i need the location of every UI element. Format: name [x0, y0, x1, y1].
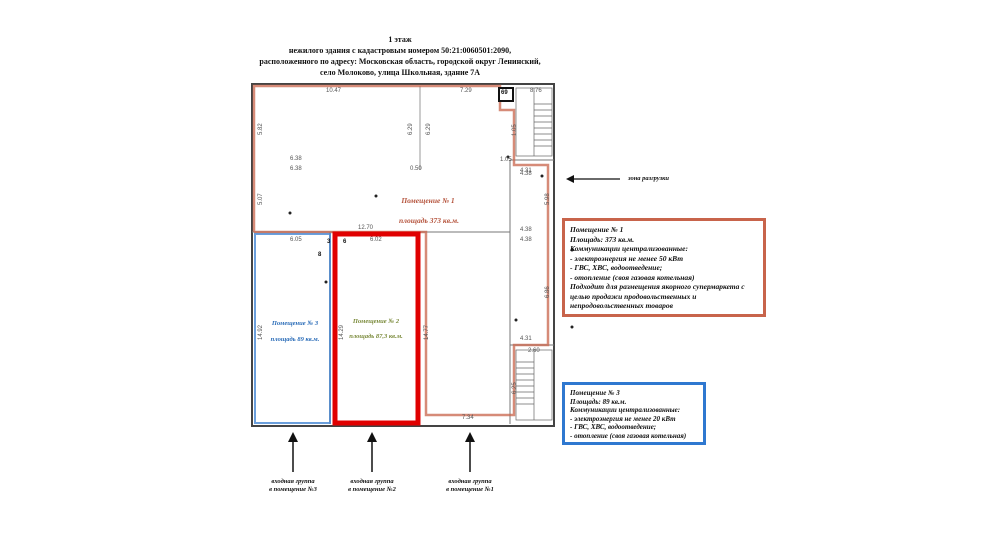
entry1-line2: в помещение №1: [446, 486, 494, 493]
title-building: нежилого здания с кадастровым номером 50…: [288, 46, 512, 55]
room-tag-box: [498, 87, 514, 102]
info1-line: Коммуникации централизованные:: [570, 244, 688, 253]
dimension-label: 2.60: [528, 348, 540, 354]
entry-arrow-1: [465, 432, 475, 472]
room3-area: площадь 89 кв.м.: [270, 336, 320, 343]
entry2-line1: входная группа: [350, 478, 394, 485]
room1-area: площадь 373 кв.м.: [399, 216, 459, 225]
dimension-label: 5.07: [258, 193, 264, 205]
dimension-label: 4.38: [520, 227, 532, 233]
entry3-line2: в помещение №3: [269, 486, 317, 493]
info3-line: Коммуникации централизованные:: [570, 406, 681, 414]
info3-line: Помещение № 3: [570, 389, 620, 397]
room-tag-6: 6: [343, 239, 347, 245]
stairs-bottom: [515, 349, 553, 421]
entry-label-3: входная группа в помещение №3: [248, 478, 338, 494]
dimension-label: 6.86: [545, 286, 551, 298]
room2-area: площадь 87,3 кв.м.: [349, 333, 403, 340]
collapse-arrow-head: [566, 175, 574, 183]
info3-line: - отопление (своя газовая котельная): [570, 431, 687, 440]
entry3-line1: входная группа: [271, 478, 315, 485]
info3-line: Площадь: 89 кв.м.: [570, 397, 627, 406]
dimension-label: 4.31: [520, 168, 532, 174]
columns: [288, 155, 574, 329]
room1-outline: [252, 84, 550, 417]
dimension-label: 14.77: [424, 324, 430, 340]
room3-info-box: Помещение № 3 Площадь: 89 кв.м. Коммуник…: [562, 382, 706, 445]
info1-line: - отопление (своя газовая котельная): [570, 272, 695, 282]
dimension-label: 7.34: [462, 415, 474, 421]
dimension-label: 7.29: [460, 88, 472, 94]
room2-highlight: [332, 231, 421, 426]
entry1-line1: входная группа: [448, 478, 492, 485]
dimension-label: 6.29: [426, 123, 432, 135]
dimension-label: 4.38: [520, 171, 532, 177]
info1-line: - электроэнергия не менее 50 кВт: [570, 253, 684, 263]
info1-line: целью продажи продовольственных и: [570, 291, 697, 301]
entry-arrow-2: [367, 432, 377, 472]
plan-title: 1 этаж нежилого здания с кадастровым ном…: [230, 34, 570, 78]
dimension-label: 6.38: [290, 166, 302, 172]
title-floor: 1 этаж: [388, 35, 412, 44]
outer-wall: [251, 83, 555, 427]
dimension-label: 8.76: [530, 88, 542, 94]
entry-label-2: входная группа в помещение №2: [327, 478, 417, 494]
room-tag-3: 3: [327, 239, 331, 245]
dimension-label: 0.50: [410, 166, 422, 172]
dimension-label: 4.38: [520, 237, 532, 243]
info1-line: - ГВС, ХВС, водоотведение;: [570, 263, 663, 272]
dimension-label: 1.05: [512, 124, 518, 136]
dimension-label: 6.02: [370, 237, 382, 243]
dimension-label: 6.05: [290, 237, 302, 243]
dimension-label: 5.82: [258, 123, 264, 135]
dimension-label: 6.25: [512, 382, 518, 394]
dimension-label: 6.38: [290, 156, 302, 162]
info1-line: Помещение № 1: [570, 225, 624, 234]
info1-line: непродовольственных товаров: [570, 301, 673, 310]
info3-line: - ГВС, ХВС, водоотведение;: [570, 423, 657, 431]
entry2-line2: в помещение №2: [348, 486, 396, 493]
dimension-label: 5.98: [545, 193, 551, 205]
entry-arrow-3: [288, 432, 298, 472]
room3-outline: [254, 233, 331, 424]
dimension-label: 1.05: [500, 157, 512, 163]
room2-name: Помещение № 2: [352, 318, 400, 325]
room-tag-8: 8: [318, 252, 322, 258]
dimension-label: 12.70: [358, 225, 374, 231]
unloading-zone-note: зона разгрузки: [628, 175, 670, 182]
info3-line: - электроэнергия не менее 20 кВт: [570, 414, 676, 423]
stairs-top: [515, 87, 553, 157]
room1-name: Помещение № 1: [401, 196, 455, 205]
room-tag-69: 69: [501, 90, 508, 96]
title-address-2: село Молоково, улица Школьная, здание 7А: [319, 68, 481, 77]
room1-info-box: Помещение № 1 Площадь: 373 кв.м. Коммуни…: [562, 218, 766, 317]
dimension-label: 4.31: [520, 336, 532, 342]
room3-name: Помещение № 3: [271, 320, 319, 327]
entry-label-1: входная группа в помещение №1: [425, 478, 515, 494]
info1-line: Подходит для размещения якорного суперма…: [570, 282, 745, 291]
dimension-label: 6.29: [408, 123, 414, 135]
title-address-1: расположенного по адресу: Московская обл…: [259, 57, 541, 66]
dimension-label: 10.47: [326, 88, 342, 94]
info1-line: Площадь: 373 кв.м.: [570, 234, 635, 244]
